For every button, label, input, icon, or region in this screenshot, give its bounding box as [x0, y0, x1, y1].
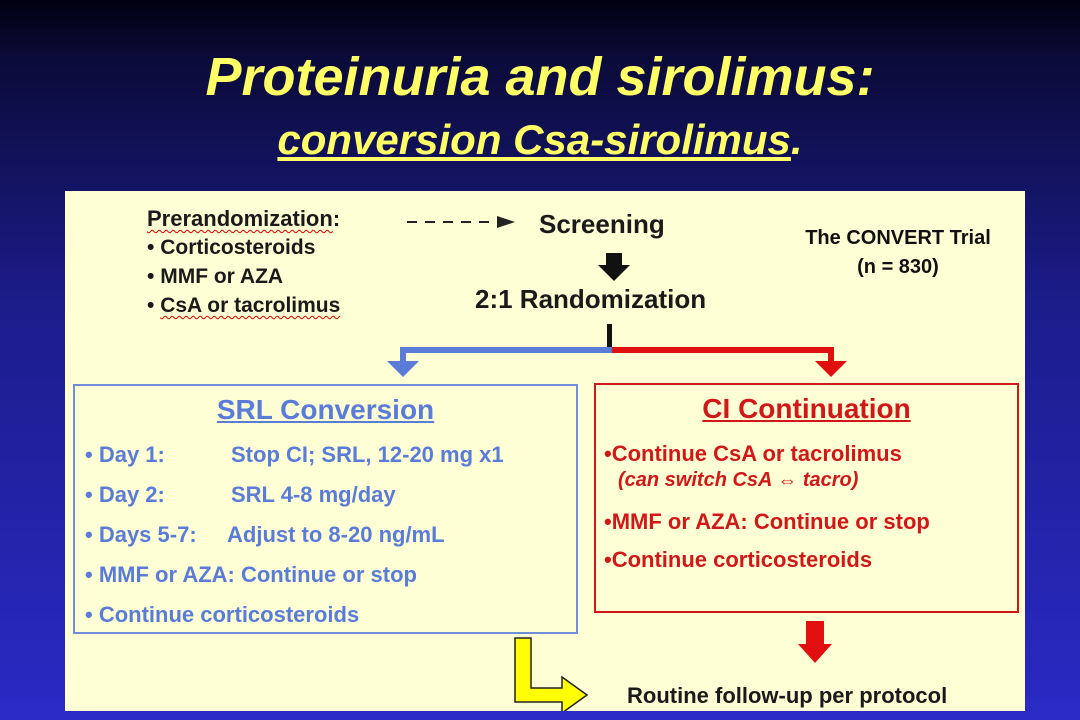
srl-followup-arrow — [514, 637, 589, 711]
diagram-panel: Prerandomization: • Corticosteroids • MM… — [65, 191, 1025, 711]
ci-item: •Continue corticosteroids — [604, 547, 873, 572]
screening-label: Screening — [539, 209, 665, 239]
ci-item: •Continue CsA or tacrolimus — [604, 441, 902, 466]
prerand-item-text: Corticosteroids — [160, 236, 316, 259]
srl-row-label: Days 5-7: — [98, 522, 197, 547]
slide-title: Proteinuria and sirolimus: — [205, 47, 875, 107]
bullet: • — [147, 265, 155, 288]
srl-row: • Day 2: — [85, 482, 165, 507]
slide-subtitle-period: . — [790, 116, 803, 163]
bullet: • — [147, 294, 155, 317]
prerandomization-colon: : — [332, 206, 341, 231]
diagram-connectors — [387, 216, 847, 711]
bullet: • — [147, 236, 155, 259]
ci-followup-arrow-shaft — [806, 621, 824, 645]
randomization-stem — [607, 324, 612, 347]
srl-row: • Day 1: — [85, 442, 165, 467]
blue-branch-line — [400, 347, 612, 353]
srl-row-text: Stop CI; SRL, 12-20 mg x1 — [231, 442, 504, 467]
blue-branch-arrowhead — [387, 361, 419, 377]
srl-row-label: Day 2: — [98, 482, 165, 507]
srl-row-text: MMF or AZA: Continue or stop — [98, 562, 417, 587]
slide-subtitle: conversion Csa-sirolimus. — [0, 114, 1080, 166]
prerand-item: • MMF or AZA — [147, 265, 283, 289]
ci-item: •MMF or AZA: Continue or stop — [604, 509, 930, 534]
blue-branch-drop — [400, 347, 406, 362]
down-arrow-shaft — [606, 253, 622, 265]
followup-label: Routine follow-up per protocol — [627, 683, 948, 708]
ci-item-note: (can switch CsA ⇔ tacro) — [618, 469, 859, 491]
red-branch-line — [612, 347, 834, 353]
ci-item-text: Continue corticosteroids — [611, 547, 873, 572]
srl-row-text: Adjust to 8-20 ng/mL — [227, 522, 445, 547]
srl-row: • Continue corticosteroids — [85, 602, 360, 627]
trial-n: (n = 830) — [857, 256, 939, 278]
trial-name: The CONVERT Trial — [805, 227, 991, 249]
prerand-item: • CsA or tacrolimus — [147, 294, 340, 318]
dashed-arrow-head — [497, 216, 515, 228]
down-arrow-head — [598, 265, 630, 281]
srl-box-title: SRL Conversion — [216, 394, 435, 425]
red-branch-drop — [828, 347, 834, 362]
prerand-item-text: MMF or AZA — [160, 265, 284, 288]
srl-row: • MMF or AZA: Continue or stop — [85, 562, 417, 587]
srl-row: • Days 5-7: — [85, 522, 197, 547]
srl-row-label: Day 1: — [98, 442, 165, 467]
srl-row-text: SRL 4-8 mg/day — [231, 482, 396, 507]
randomization-label: 2:1 Randomization — [475, 284, 707, 314]
prerand-item-text: CsA or tacrolimus — [160, 294, 341, 317]
ci-item-text: MMF or AZA: Continue or stop — [611, 509, 930, 534]
prerandomization-title: Prerandomization: — [147, 206, 340, 232]
red-branch-arrowhead — [815, 361, 847, 377]
ci-followup-arrow-head — [798, 644, 832, 663]
srl-conversion-box: SRL Conversion • Day 1: Stop CI; SRL, 12… — [73, 384, 578, 634]
prerandomization-label: Prerandomization — [147, 206, 333, 231]
ci-item-text: Continue CsA or tacrolimus — [611, 441, 902, 466]
ci-box-title: CI Continuation — [702, 393, 911, 424]
srl-row-text: Continue corticosteroids — [98, 602, 360, 627]
ci-continuation-box: CI Continuation •Continue CsA or tacroli… — [594, 383, 1019, 613]
prerand-item: • Corticosteroids — [147, 236, 315, 260]
slide-subtitle-text: conversion Csa-sirolimus — [277, 116, 791, 163]
